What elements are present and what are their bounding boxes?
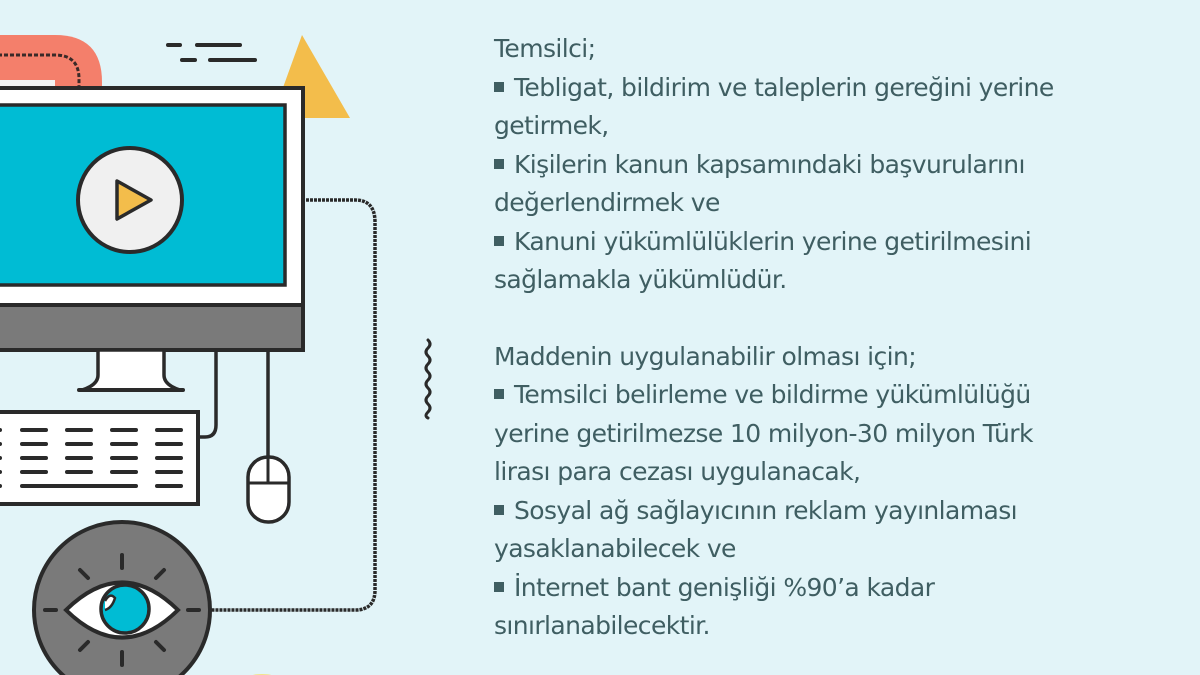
list-item: Kişilerin kanun kapsamındaki başvuruları… [494,149,1025,217]
block-heading: Temsilci; [494,34,596,63]
computer-illustration [0,35,432,675]
square-bullet-icon [494,81,504,92]
list-item: Temsilci belirleme ve bildirme yükümlülü… [494,380,1033,486]
mouse-icon [246,455,291,524]
text-panel: Temsilci; Tebligat, bildirim ve talepler… [494,30,1174,646]
keyboard-icon [0,410,200,506]
square-bullet-icon [494,158,504,169]
play-button-icon [76,146,184,254]
list-item: İnternet bant genişliği %90’a kadar sını… [494,572,935,640]
list-item: Kanuni yükümlülüklerin yerine getirilmes… [494,226,1032,294]
squiggle-divider [424,338,432,420]
sanctions-block: Maddenin uygulanabilir olması için; Tems… [494,338,1174,646]
dashed-cable [210,198,377,612]
square-bullet-icon [494,235,504,246]
square-bullet-icon [494,504,504,515]
list-item: Sosyal ağ sağlayıcının reklam yayınlamas… [494,495,1018,563]
motion-lines-icon [166,43,257,62]
eye-icon [32,520,212,675]
square-bullet-icon [494,581,504,592]
square-bullet-icon [494,389,504,399]
block-heading: Maddenin uygulanabilir olması için; [494,341,917,371]
representative-duties-block: Temsilci; Tebligat, bildirim ve talepler… [494,30,1174,300]
coral-shape [0,35,102,92]
list-item: Tebligat, bildirim ve taleplerin gereğin… [494,72,1054,140]
